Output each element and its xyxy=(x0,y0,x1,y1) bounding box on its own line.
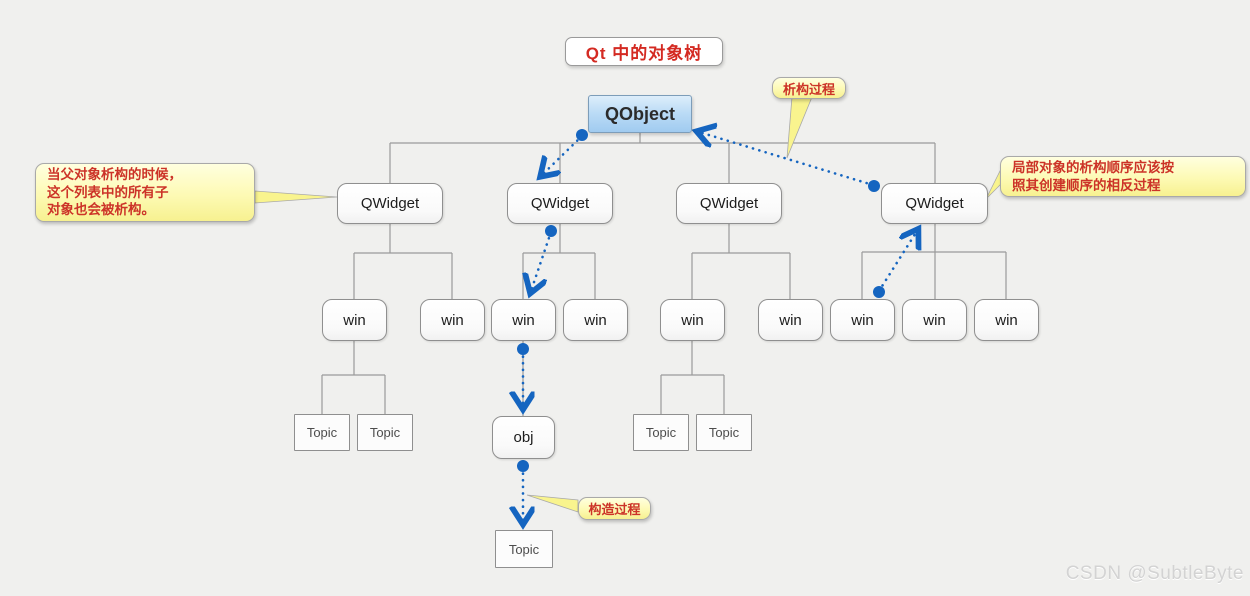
node-win-6: win xyxy=(758,299,823,341)
relation-arrows xyxy=(523,132,917,522)
node-win-2: win xyxy=(420,299,485,341)
node-qobject: QObject xyxy=(588,95,692,133)
node-qwidget-4: QWidget xyxy=(881,183,988,224)
node-topic-bottom: Topic xyxy=(495,530,553,568)
node-win-3: win xyxy=(491,299,556,341)
callout-pointers xyxy=(254,96,1003,513)
node-win-4: win xyxy=(563,299,628,341)
node-win-5: win xyxy=(660,299,725,341)
csdn-watermark: CSDN @SubtleByte xyxy=(1065,563,1244,584)
node-qwidget-1: QWidget xyxy=(337,183,443,224)
diagram-title: Qt 中的对象树 xyxy=(565,37,723,66)
tree-connectors xyxy=(321,133,1007,416)
callout-constructor-process: 构造过程 xyxy=(578,497,651,520)
arrow-start-dots xyxy=(517,129,885,472)
arrow-qobject-to-qwidget2 xyxy=(542,134,584,175)
node-win-7: win xyxy=(830,299,895,341)
node-qwidget-2: QWidget xyxy=(507,183,613,224)
node-qwidget-3: QWidget xyxy=(676,183,782,224)
node-win-1: win xyxy=(322,299,387,341)
node-topic-4: Topic xyxy=(696,414,752,451)
node-topic-3: Topic xyxy=(633,414,689,451)
node-topic-1: Topic xyxy=(294,414,350,451)
node-win-9: win xyxy=(974,299,1039,341)
node-win-8: win xyxy=(902,299,967,341)
arrow-win7-to-qwidget4 xyxy=(877,231,917,293)
node-topic-2: Topic xyxy=(357,414,413,451)
arrow-qwidget4-to-qobject xyxy=(699,132,875,187)
arrow-qwidget2-to-win3 xyxy=(531,230,553,291)
node-obj: obj xyxy=(492,416,555,459)
callout-parent-destructed: 当父对象析构的时候， 这个列表中的所有子 对象也会被析构。 xyxy=(35,163,255,222)
callout-destructor-process: 析构过程 xyxy=(772,77,846,99)
callout-local-destruction-order: 局部对象的析构顺序应该按 照其创建顺序的相反过程 xyxy=(1000,156,1246,197)
